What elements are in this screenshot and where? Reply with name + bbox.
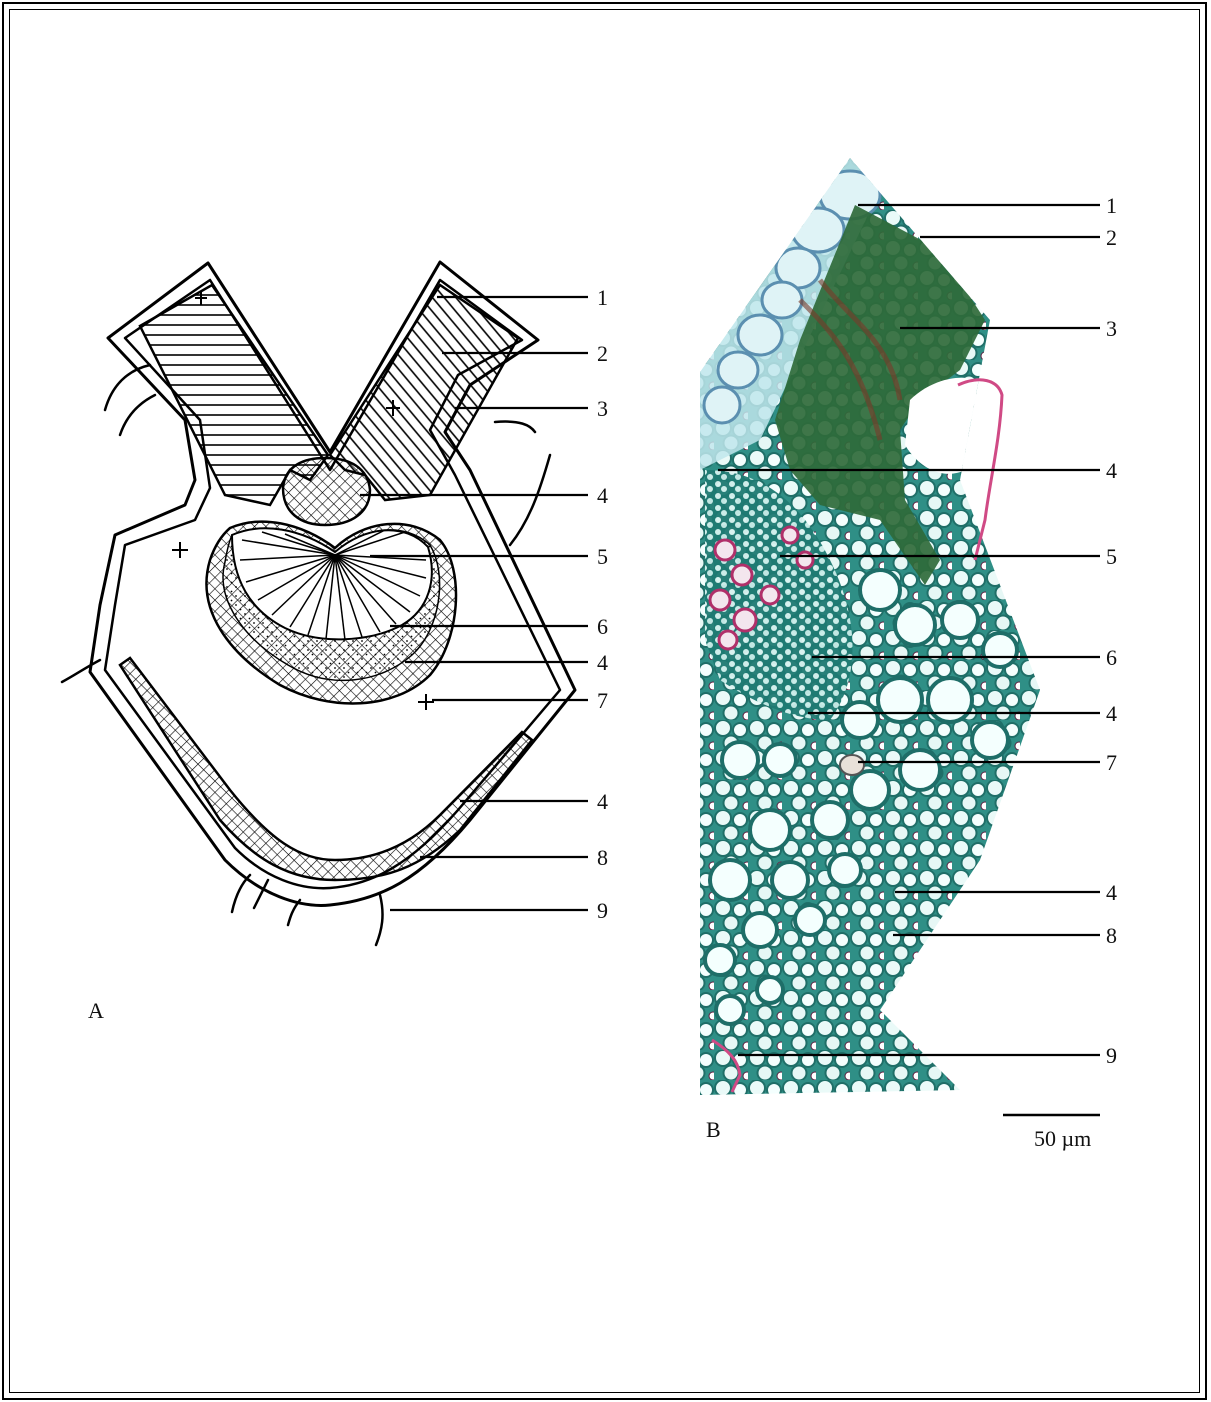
label-a-2: 2	[597, 341, 608, 366]
label-b-9: 9	[1106, 1043, 1117, 1068]
label-a-9: 9	[597, 898, 608, 923]
label-b-7: 7	[1106, 750, 1117, 775]
label-a-3: 3	[597, 396, 608, 421]
label-b-4: 4	[1106, 458, 1117, 483]
label-b-6: 6	[1106, 645, 1117, 670]
labels-b: 1 2 3 4 5 6 4 7 4 8 9	[1106, 193, 1117, 1068]
label-a-1: 1	[597, 285, 608, 310]
panel-a-letter: A	[88, 998, 104, 1023]
label-b-8: 8	[1106, 923, 1117, 948]
panel-b-letter: B	[706, 1117, 721, 1142]
label-a-5: 5	[597, 544, 608, 569]
label-b-2: 2	[1106, 225, 1117, 250]
micrograph-panel-b: 1 2 3 4 5 6 4 7 4 8 9 50 µm B	[690, 150, 1117, 1151]
label-b-4b: 4	[1106, 701, 1117, 726]
scale-bar-label: 50 µm	[1034, 1126, 1091, 1151]
label-b-4c: 4	[1106, 880, 1117, 905]
label-b-5: 5	[1106, 544, 1117, 569]
label-a-4c: 4	[597, 789, 608, 814]
label-a-6: 6	[597, 614, 608, 639]
labels-a: 1 2 3 4 5 6 4 7 4 8 9	[597, 285, 608, 923]
label-a-7: 7	[597, 688, 608, 713]
label-b-3: 3	[1106, 316, 1117, 341]
diagram-panel-a: 1 2 3 4 5 6 4 7 4 8 9 A	[62, 262, 608, 1023]
label-a-8: 8	[597, 845, 608, 870]
sclerenchyma-cap-top	[283, 458, 370, 525]
label-a-4b: 4	[597, 650, 608, 675]
label-a-4: 4	[597, 483, 608, 508]
label-b-1: 1	[1106, 193, 1117, 218]
